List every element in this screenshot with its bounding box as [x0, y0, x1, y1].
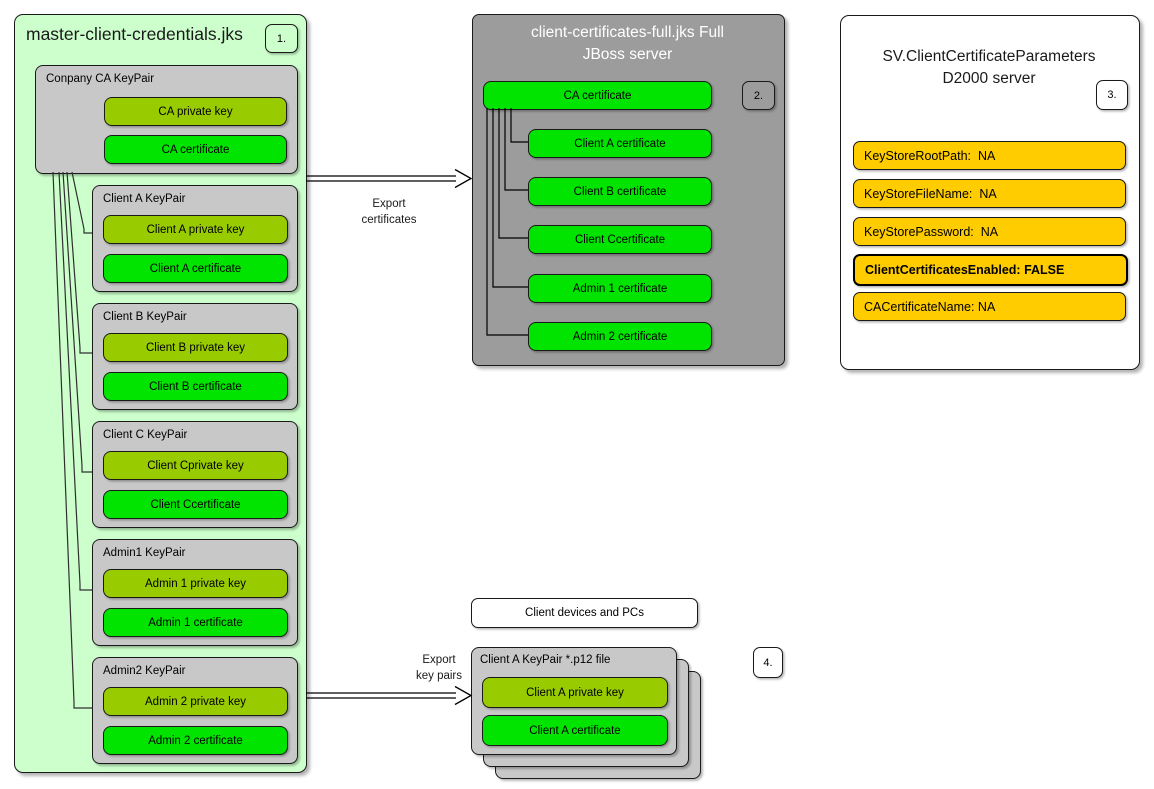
- jboss-keystore-title-line1: client-certificates-full.jks Full: [531, 24, 724, 41]
- export-certificates-label-line2: certificates: [361, 214, 417, 226]
- certificate-node: Client Ccertificate: [528, 225, 712, 254]
- export-key-pairs-label: Export key pairs: [394, 652, 484, 684]
- ca-certificate-node: CA certificate: [483, 81, 712, 110]
- param-row-keystorerootpath: KeyStoreRootPath: NA: [853, 141, 1126, 170]
- private-key-node: Client A private key: [482, 677, 668, 708]
- jboss-keystore-title-line2: JBoss server: [582, 46, 673, 63]
- arrowhead-fill: [455, 686, 471, 705]
- d2000-parameters-title-line1: SV.ClientCertificateParameters: [882, 48, 1096, 65]
- certificate-node: Client A certificate: [528, 129, 712, 158]
- param-row-keystorepassword: KeyStorePassword: NA: [853, 217, 1126, 246]
- certificate-node: Admin 2 certificate: [103, 726, 288, 755]
- arrowhead-icon: [454, 168, 473, 189]
- param-row-clientcertificatesenabled: ClientCertificatesEnabled: FALSE: [853, 254, 1128, 286]
- d2000-parameters-title-line2: D2000 server: [942, 70, 1036, 87]
- export-certificates-label: Export certificates: [339, 196, 439, 228]
- certificate-node: Admin 2 certificate: [528, 322, 712, 351]
- arrowhead-fill: [455, 169, 471, 188]
- export-certificates-arrow: [306, 168, 473, 189]
- keypair-group-admin2: Admin2 KeyPair Admin 2 private key Admin…: [92, 657, 298, 764]
- p12-stack-front: Client A KeyPair *.p12 file Client A pri…: [471, 647, 677, 755]
- keypair-group-ca: Conpany CA KeyPair CA private key CA cer…: [35, 65, 298, 174]
- keypair-group-label: Client C KeyPair: [103, 429, 188, 441]
- export-key-pairs-arrow: [306, 685, 473, 706]
- keypair-group-label: Client B KeyPair: [103, 311, 187, 323]
- keypair-group-client-c: Client C KeyPair Client Cprivate key Cli…: [92, 421, 298, 528]
- arrow-shaft: [306, 175, 456, 182]
- private-key-node: Client B private key: [103, 333, 288, 362]
- step-badge-4: 4.: [753, 647, 783, 678]
- certificate-node: CA certificate: [104, 135, 287, 164]
- keypair-group-label: Client A KeyPair: [103, 193, 186, 205]
- keypair-group-admin1: Admin1 KeyPair Admin 1 private key Admin…: [92, 539, 298, 646]
- keypair-group-label: Conpany CA KeyPair: [46, 73, 155, 85]
- private-key-node: CA private key: [104, 97, 287, 126]
- certificate-node: Admin 1 certificate: [103, 608, 288, 637]
- export-key-pairs-label-line2: key pairs: [415, 670, 463, 682]
- keypair-group-label: Admin1 KeyPair: [103, 547, 186, 559]
- export-key-pairs-label-line1: Export: [422, 654, 456, 666]
- step-badge-1: 1.: [265, 24, 298, 53]
- certificate-node: Client A certificate: [103, 254, 288, 283]
- private-key-node: Client Cprivate key: [103, 451, 288, 480]
- certificate-node: Client A certificate: [482, 715, 668, 746]
- keypair-group-label: Admin2 KeyPair: [103, 665, 186, 677]
- keypair-group-client-b: Client B KeyPair Client B private key Cl…: [92, 303, 298, 410]
- certificate-node: Client B certificate: [528, 177, 712, 206]
- client-devices-node: Client devices and PCs: [471, 598, 698, 628]
- arrowhead-icon: [454, 685, 473, 706]
- certificate-node: Client Ccertificate: [103, 490, 288, 519]
- step-badge-3: 3.: [1096, 80, 1128, 110]
- param-row-cacertificatename: CACertificateName: NA: [853, 292, 1126, 321]
- certificate-node: Client B certificate: [103, 372, 288, 401]
- param-row-keystorefilename: KeyStoreFileName: NA: [853, 179, 1126, 208]
- export-certificates-label-line1: Export: [372, 198, 406, 210]
- private-key-node: Client A private key: [103, 215, 288, 244]
- step-badge-2: 2.: [742, 81, 775, 110]
- p12-file-label: Client A KeyPair *.p12 file: [480, 654, 611, 666]
- private-key-node: Admin 1 private key: [103, 569, 288, 598]
- keypair-group-client-a: Client A KeyPair Client A private key Cl…: [92, 185, 298, 292]
- certificate-node: Admin 1 certificate: [528, 274, 712, 303]
- arrow-shaft: [306, 692, 456, 699]
- private-key-node: Admin 2 private key: [103, 687, 288, 716]
- master-keystore-title: master-client-credentials.jks: [26, 24, 243, 44]
